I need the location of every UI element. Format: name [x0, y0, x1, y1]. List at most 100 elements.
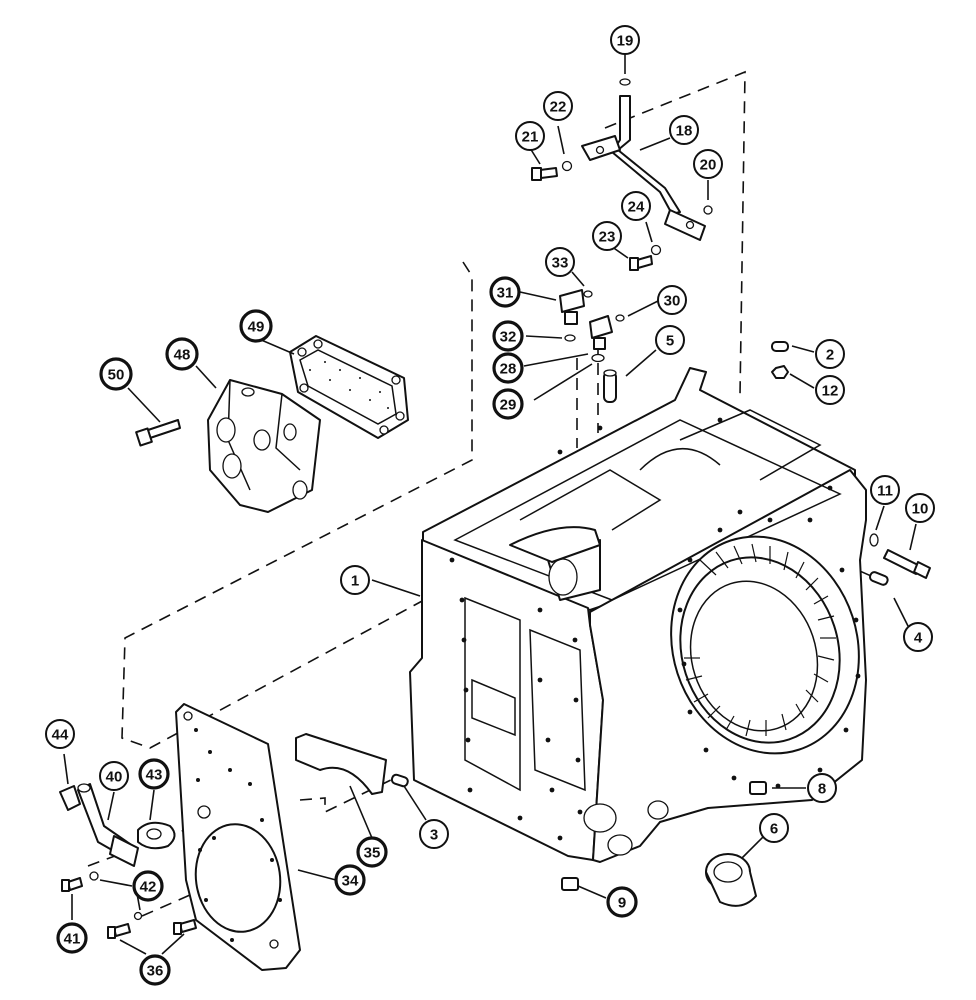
transmission-housing: [409, 367, 867, 863]
callout-10: 10: [905, 493, 935, 523]
callout-label: 4: [914, 630, 923, 647]
pin-3: [390, 773, 409, 788]
callout-20: 20: [693, 149, 723, 179]
callout-ring: [543, 91, 573, 121]
callout-label: 48: [174, 347, 191, 364]
callout-label: 12: [822, 383, 839, 400]
callout-label: 5: [666, 333, 674, 350]
callout-label: 11: [877, 483, 893, 500]
dowel-pin-5: [603, 369, 617, 403]
callout-ring: [492, 320, 524, 352]
callout-ring: [239, 309, 273, 343]
callout-3: 3: [419, 819, 449, 849]
callout-19: 19: [610, 25, 640, 55]
callout-ring: [492, 352, 524, 384]
callout-42: 42: [132, 870, 164, 902]
callout-ring: [815, 339, 845, 369]
callout-34: 34: [334, 864, 366, 896]
callout-ring: [669, 115, 699, 145]
callout-43: 43: [138, 758, 170, 790]
callout-ring: [655, 325, 685, 355]
callout-31: 31: [489, 276, 521, 308]
callout-18: 18: [669, 115, 699, 145]
callout-ring: [99, 761, 129, 791]
callout-5: 5: [655, 325, 685, 355]
callout-21: 21: [515, 121, 545, 151]
small-hardware-top: [531, 160, 931, 907]
callout-41: 41: [56, 922, 88, 954]
callout-label: 6: [770, 821, 778, 838]
cover-plate-34: [175, 703, 301, 971]
callout-ring: [759, 813, 789, 843]
callout-ring: [45, 719, 75, 749]
callout-ring: [492, 388, 524, 420]
callout-label: 50: [108, 367, 125, 384]
callout-label: 34: [342, 873, 359, 890]
callout-30: 30: [657, 285, 687, 315]
callout-label: 3: [430, 827, 438, 844]
callout-ring: [815, 375, 845, 405]
callout-label: 18: [676, 123, 693, 140]
callout-23: 23: [592, 221, 622, 251]
callout-ring: [165, 337, 199, 371]
callout-label: 49: [248, 319, 265, 336]
callout-label: 33: [552, 255, 569, 272]
callout-ring: [545, 247, 575, 277]
callout-2: 2: [815, 339, 845, 369]
bolt-50: [135, 419, 181, 447]
callout-label: 35: [364, 845, 381, 862]
callout-ring: [334, 864, 366, 896]
bracket-48: [207, 379, 321, 513]
callout-ring: [657, 285, 687, 315]
callout-44: 44: [45, 719, 75, 749]
callout-32: 32: [492, 320, 524, 352]
callout-label: 32: [500, 329, 517, 346]
callout-50: 50: [99, 357, 133, 391]
callout-22: 22: [543, 91, 573, 121]
callout-label: 29: [500, 397, 517, 414]
callout-label: 44: [52, 727, 69, 744]
callout-ring: [356, 836, 388, 868]
flange-43: [137, 821, 176, 850]
callout-label: 30: [664, 293, 681, 310]
callout-ring: [340, 565, 370, 595]
callout-ring: [903, 622, 933, 652]
callout-label: 41: [64, 931, 81, 948]
callout-label: 2: [826, 347, 834, 364]
callout-label: 9: [618, 895, 626, 912]
callout-label: 21: [522, 129, 539, 146]
callout-ring: [139, 954, 171, 986]
callout-label: 22: [550, 99, 567, 116]
callout-ring: [56, 922, 88, 954]
callout-24: 24: [621, 191, 651, 221]
callout-ring: [870, 475, 900, 505]
callout-11: 11: [870, 475, 900, 505]
callout-ring: [489, 276, 521, 308]
callout-label: 42: [140, 879, 157, 896]
callout-label: 10: [912, 501, 929, 518]
callout-ring: [515, 121, 545, 151]
callout-35: 35: [356, 836, 388, 868]
gasket-49: [289, 335, 409, 439]
callout-ring: [807, 773, 837, 803]
callout-1: 1: [340, 565, 370, 595]
callout-label: 24: [628, 199, 645, 216]
callout-12: 12: [815, 375, 845, 405]
callout-label: 40: [106, 769, 123, 786]
callout-29: 29: [492, 388, 524, 420]
plate-35: [295, 733, 387, 795]
callout-ring: [419, 819, 449, 849]
callout-label: 1: [351, 573, 359, 590]
callout-8: 8: [807, 773, 837, 803]
callout-28: 28: [492, 352, 524, 384]
callout-label: 36: [147, 963, 164, 980]
callout-49: 49: [239, 309, 273, 343]
callout-48: 48: [165, 337, 199, 371]
callout-9: 9: [606, 886, 638, 918]
callout-ring: [99, 357, 133, 391]
callout-4: 4: [903, 622, 933, 652]
elbow-40: [77, 783, 139, 867]
